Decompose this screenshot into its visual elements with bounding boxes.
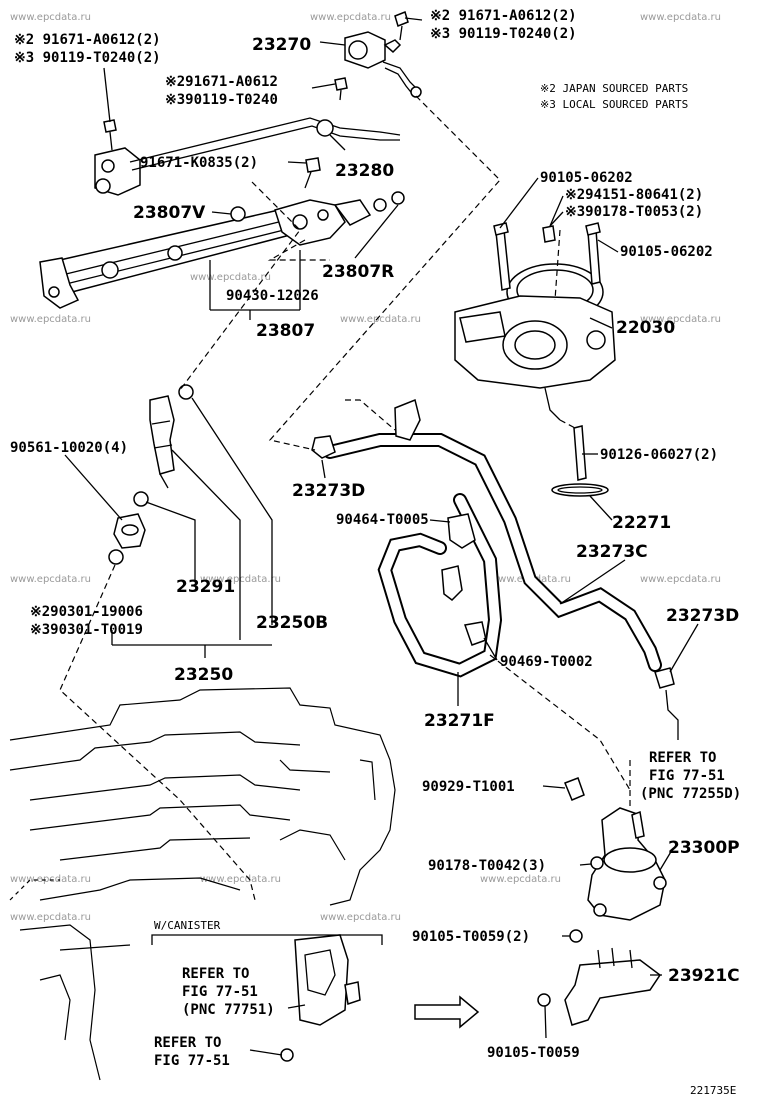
watermarks: www.epcdata.ru www.epcdata.ru www.epcdat… bbox=[10, 12, 721, 923]
label-94151-80641: ※294151-80641(2) bbox=[565, 187, 703, 203]
watermark-text: www.epcdata.ru bbox=[480, 874, 561, 885]
watermark-text: www.epcdata.ru bbox=[640, 12, 721, 23]
label-91671-a0612-left: ※2 91671-A0612(2) bbox=[14, 32, 161, 48]
label-23291: 23291 bbox=[176, 577, 235, 597]
label-90178-t0053: ※390178-T0053(2) bbox=[565, 204, 703, 220]
label-22271: 22271 bbox=[612, 513, 671, 533]
bottom-refer-line1: REFER TO bbox=[154, 1035, 221, 1051]
label-90561-10020: 90561-10020(4) bbox=[10, 440, 128, 456]
label-90119-t0240-top: ※3 90119-T0240(2) bbox=[430, 26, 577, 42]
watermark-text: www.epcdata.ru bbox=[10, 12, 91, 23]
watermark-text: www.epcdata.ru bbox=[10, 314, 91, 325]
engine-block-outline bbox=[9, 687, 396, 1081]
leader-lines bbox=[64, 17, 699, 1056]
canister-refer-line1: REFER TO bbox=[182, 966, 249, 982]
watermark-text: www.epcdata.ru bbox=[320, 912, 401, 923]
label-90105-t0059-lower: 90105-T0059 bbox=[487, 1045, 580, 1061]
label-23921c: 23921C bbox=[668, 966, 740, 986]
note-local-sourced: ※3 LOCAL SOURCED PARTS bbox=[540, 98, 688, 111]
throttle-body-22030 bbox=[454, 222, 616, 497]
label-w-canister: W/CANISTER bbox=[154, 919, 221, 932]
label-23270: 23270 bbox=[252, 35, 311, 55]
label-23250b: 23250B bbox=[256, 613, 328, 633]
watermark-text: www.epcdata.ru bbox=[310, 12, 391, 23]
label-91671-a0612-mid: ※291671-A0612 bbox=[165, 74, 278, 90]
canister-assembly bbox=[280, 777, 667, 1062]
label-23273d-left: 23273D bbox=[292, 481, 365, 501]
refer-to-line1: REFER TO bbox=[649, 750, 716, 766]
watermark-text: www.epcdata.ru bbox=[10, 912, 91, 923]
label-90929-t1001: 90929-T1001 bbox=[422, 779, 515, 795]
watermark-text: www.epcdata.ru bbox=[10, 574, 91, 585]
label-23273c: 23273C bbox=[576, 542, 648, 562]
watermark-text: www.epcdata.ru bbox=[200, 874, 281, 885]
watermark-text: www.epcdata.ru bbox=[640, 574, 721, 585]
label-90105-t0059-upper: 90105-T0059(2) bbox=[412, 929, 530, 945]
label-90301-19006: ※290301-19006 bbox=[30, 604, 143, 620]
vsv-23270 bbox=[334, 10, 422, 101]
watermark-text: www.epcdata.ru bbox=[340, 314, 421, 325]
label-23807r: 23807R bbox=[322, 262, 394, 282]
note-japan-sourced: ※2 JAPAN SOURCED PARTS bbox=[540, 82, 688, 95]
label-91671-k0835: 91671-K0835(2) bbox=[140, 155, 258, 171]
canister-refer-line3: (PNC 77751) bbox=[182, 1002, 275, 1018]
label-90469-t0002: 90469-T0002 bbox=[500, 654, 593, 670]
label-23273d-right: 23273D bbox=[666, 606, 739, 626]
refer-to-line2: FIG 77-51 bbox=[649, 768, 725, 784]
dashed-leaders bbox=[59, 95, 631, 901]
label-90105-06202-right: 90105-06202 bbox=[620, 244, 713, 260]
label-91671-a0612-top: ※2 91671-A0612(2) bbox=[430, 8, 577, 24]
part-labels: ※2 91671-A0612(2) ※3 90119-T0240(2) 2327… bbox=[10, 8, 741, 1097]
label-90430-12026: 90430-12026 bbox=[226, 288, 319, 304]
vacuum-hoses bbox=[311, 398, 679, 740]
watermark-text: www.epcdata.ru bbox=[640, 314, 721, 325]
label-22030: 22030 bbox=[616, 318, 675, 338]
label-23271f: 23271F bbox=[424, 711, 495, 731]
fuel-rail-assembly bbox=[39, 117, 405, 309]
figure-id: 221735E bbox=[690, 1084, 736, 1097]
label-90105-06202-top: 90105-06202 bbox=[540, 170, 633, 186]
label-23300p: 23300P bbox=[668, 838, 740, 858]
label-90126-06027: 90126-06027(2) bbox=[600, 447, 718, 463]
label-90301-t0019: ※390301-T0019 bbox=[30, 622, 143, 638]
label-23280: 23280 bbox=[335, 161, 394, 181]
label-23250: 23250 bbox=[174, 665, 233, 685]
injector-parts bbox=[108, 384, 194, 565]
watermark-text: www.epcdata.ru bbox=[190, 272, 271, 283]
label-23807v: 23807V bbox=[133, 203, 206, 223]
refer-to-line3: (PNC 77255D) bbox=[640, 786, 741, 802]
label-90119-t0240-left: ※3 90119-T0240(2) bbox=[14, 50, 161, 66]
bottom-refer-line2: FIG 77-51 bbox=[154, 1053, 230, 1069]
label-90178-t0042: 90178-T0042(3) bbox=[428, 858, 546, 874]
label-90119-t0240-mid: ※390119-T0240 bbox=[165, 92, 278, 108]
canister-refer-line2: FIG 77-51 bbox=[182, 984, 258, 1000]
label-23807: 23807 bbox=[256, 321, 315, 341]
label-90464-t0005: 90464-T0005 bbox=[336, 512, 429, 528]
